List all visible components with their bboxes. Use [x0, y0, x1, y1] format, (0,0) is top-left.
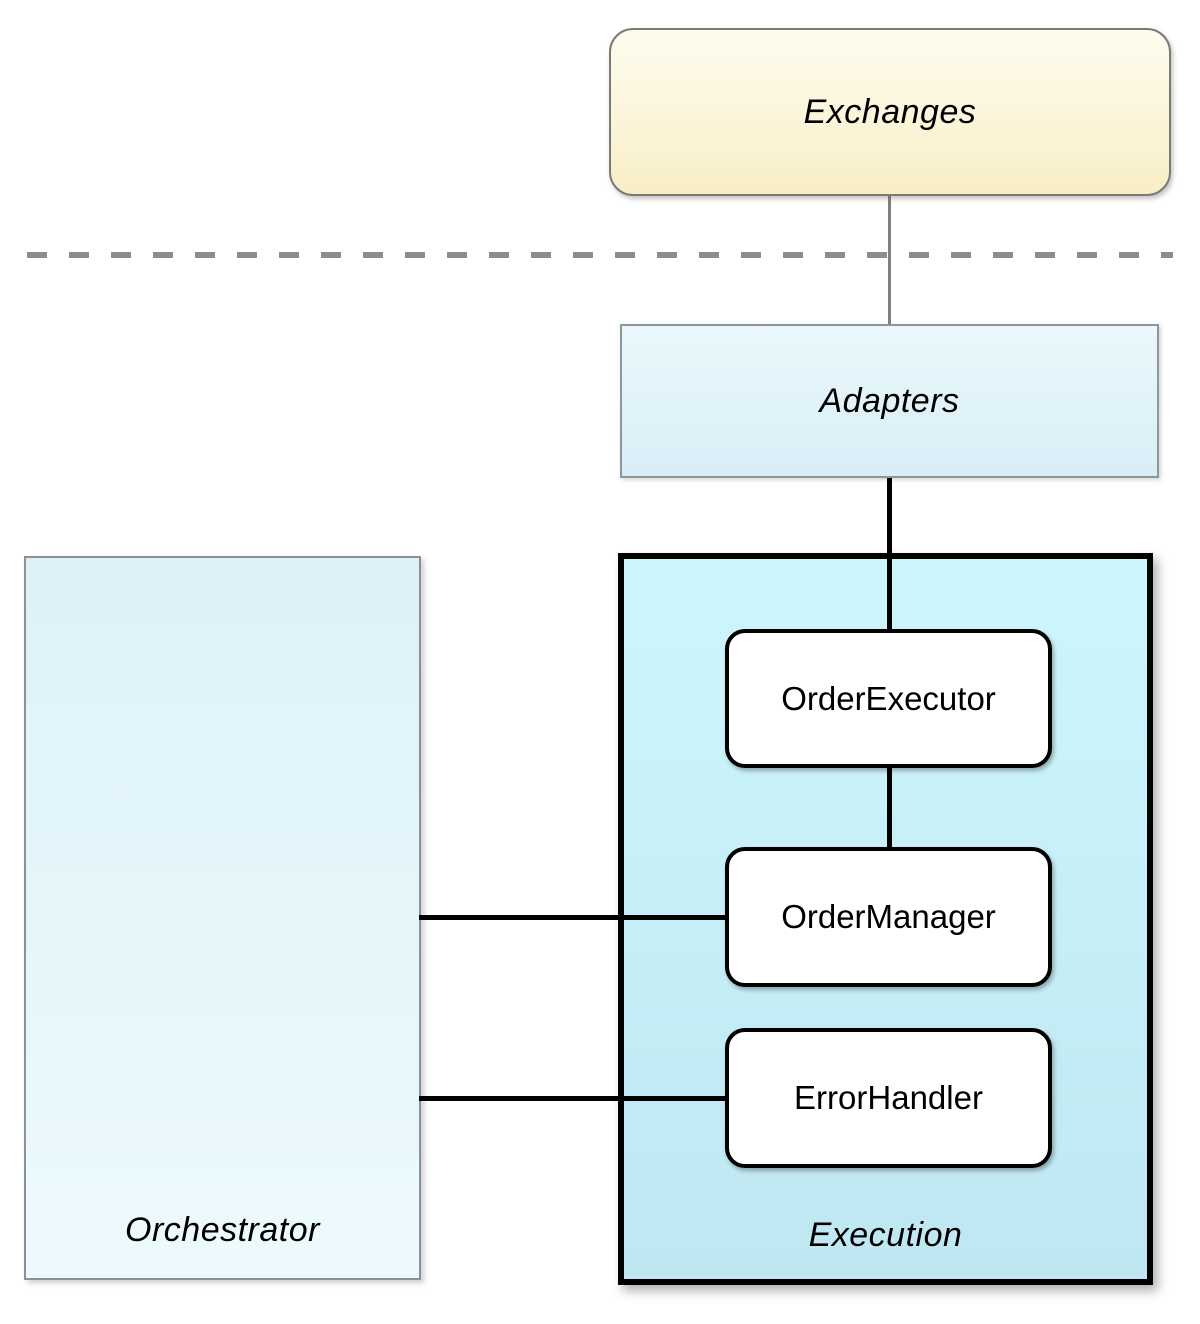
- connector-exchanges-adapters: [888, 196, 891, 325]
- order-executor-node: OrderExecutor: [725, 629, 1052, 768]
- orchestrator-container: Orchestrator: [24, 556, 421, 1280]
- connector-adapters-orderexecutor: [887, 478, 892, 638]
- exchanges-node: Exchanges: [609, 28, 1171, 196]
- connector-orchestrator-errorhandler: [419, 1096, 731, 1101]
- order-manager-label: OrderManager: [781, 898, 996, 935]
- orchestrator-label: Orchestrator: [125, 1211, 320, 1249]
- error-handler-node: ErrorHandler: [725, 1028, 1052, 1168]
- order-manager-node: OrderManager: [725, 847, 1052, 987]
- adapters-label: Adapters: [819, 381, 960, 420]
- error-handler-label: ErrorHandler: [794, 1079, 983, 1116]
- boundary-dashed-line: [27, 252, 1173, 258]
- connector-orchestrator-ordermanager: [419, 915, 731, 920]
- execution-label: Execution: [808, 1216, 963, 1254]
- connector-orderexecutor-ordermanager: [887, 764, 892, 854]
- adapters-node: Adapters: [620, 324, 1159, 478]
- order-executor-label: OrderExecutor: [781, 679, 996, 717]
- exchanges-label: Exchanges: [803, 92, 977, 131]
